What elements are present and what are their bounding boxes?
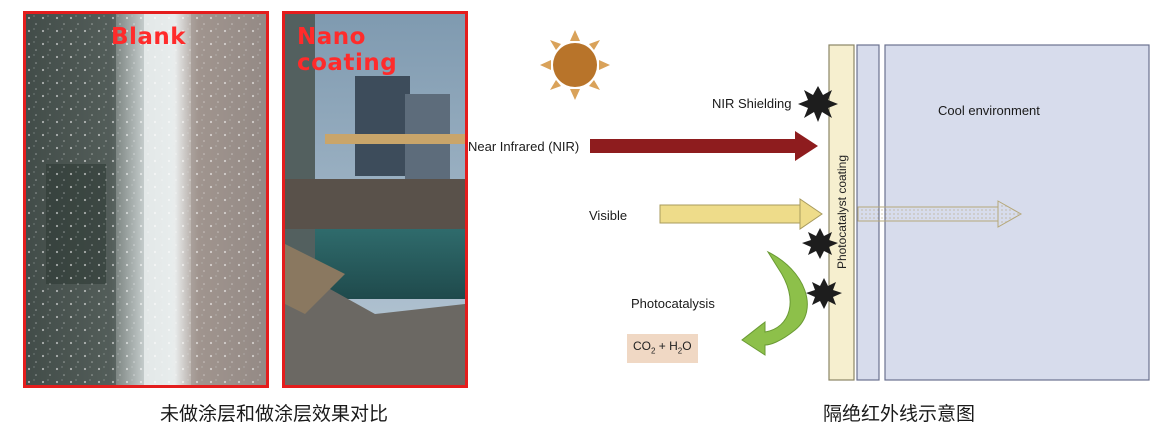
cool-environment-label: Cool environment [938,103,1040,118]
photocatalyst-coating-label: Photocatalyst coating [835,154,849,270]
near-infrared-arrow [590,131,818,161]
blank-glass-photo [26,14,266,385]
near-infrared-label: Near Infrared (NIR) [468,139,580,154]
visible-light-arrow [659,198,823,230]
products-box: CO2 + H2O [627,334,698,364]
nir-shielding-diagram [540,30,1150,381]
blank-label: Blank [111,24,187,50]
sun-icon [540,30,610,100]
products-o: O [682,339,692,353]
photocatalyst-starburst-icon-1 [802,228,838,259]
nir-shielding-starburst-icon [798,86,838,122]
nano-coating-label: Nano coating [297,24,398,76]
products-sub-2b: 2 [677,346,683,356]
visible-label: Visible [589,208,628,223]
left-caption: 未做涂层和做涂层效果对比 [160,403,389,425]
nir-shielding-label: NIR Shielding [712,96,792,111]
nano-coating-photo-panel: Nano coating [282,11,468,388]
products-co: CO [633,339,651,353]
blank-photo-panel: Blank [23,11,269,388]
products-sub-2: 2 [651,346,656,356]
nano-coating-glass-photo [285,14,465,385]
photocatalysis-label: Photocatalysis [631,296,715,311]
products-h: + H [655,339,678,353]
photocatalysis-arrow [741,250,808,356]
photocatalyst-coating-layer [828,44,855,381]
right-caption: 隔绝红外线示意图 [823,403,976,425]
transmitted-visible-arrow [857,200,1023,228]
photocatalyst-starburst-icon-2 [806,278,842,309]
